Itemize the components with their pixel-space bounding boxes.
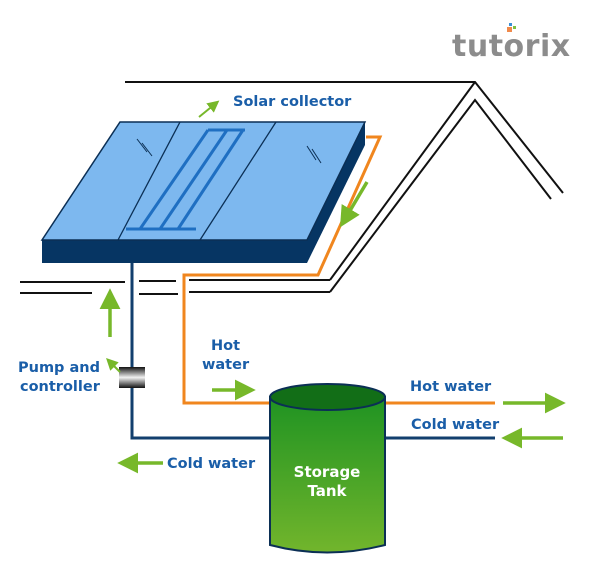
tank-body [269,396,386,554]
solar-collector-panel [40,121,367,263]
collector-tubes [126,128,245,231]
solar-collector-pointer-arrow [198,100,220,118]
panel-front-face [42,240,307,263]
panel-divider-2 [199,121,277,241]
hot-flow-down-arrow [339,181,369,228]
house-roof [20,81,564,295]
tank-top [269,383,386,411]
glass-glint-left-1 [136,138,148,153]
flow-arrows [99,100,566,474]
logo-dot-blue [509,23,512,26]
solar-collector-label: Solar collector [233,94,352,110]
cold-water-out-label: Cold water [167,456,256,472]
tube-2 [158,129,229,230]
cold-water-pipe-return [130,263,270,440]
panel-divider-1 [117,121,181,241]
tank-label-line2: Tank [307,482,347,500]
tube-3 [176,129,245,230]
pump-label-line1: Pump and [18,360,100,376]
hot-water-in-label-line1: Hot [211,338,240,354]
hot-water-out-label: Hot water [410,379,492,395]
pump-pointer-arrow [106,358,121,373]
glass-glint-right-2 [311,148,322,164]
logo-dot-orange [507,27,512,32]
roof-inner-line [329,98,552,293]
panel-side-right [307,122,365,263]
hot-water-pipe-down [182,135,383,405]
tank-label-line1: Storage [294,463,361,481]
logo-dot-green [513,26,516,29]
panel-top-face [40,121,367,241]
glass-glint-left-2 [141,142,153,157]
cold-water-in-label: Cold water [411,417,500,433]
roof-slope-line [329,81,476,281]
logo-text: tutorix [452,29,571,64]
pump-controller [119,367,145,388]
hot-water-in-label-line2: water [202,357,250,373]
tube-1 [138,129,210,230]
glass-glint-right-1 [306,145,317,161]
storage-tank: Storage Tank [269,383,386,554]
pump-label-line2: controller [20,379,101,395]
tutorix-logo: tutorix [452,23,571,64]
